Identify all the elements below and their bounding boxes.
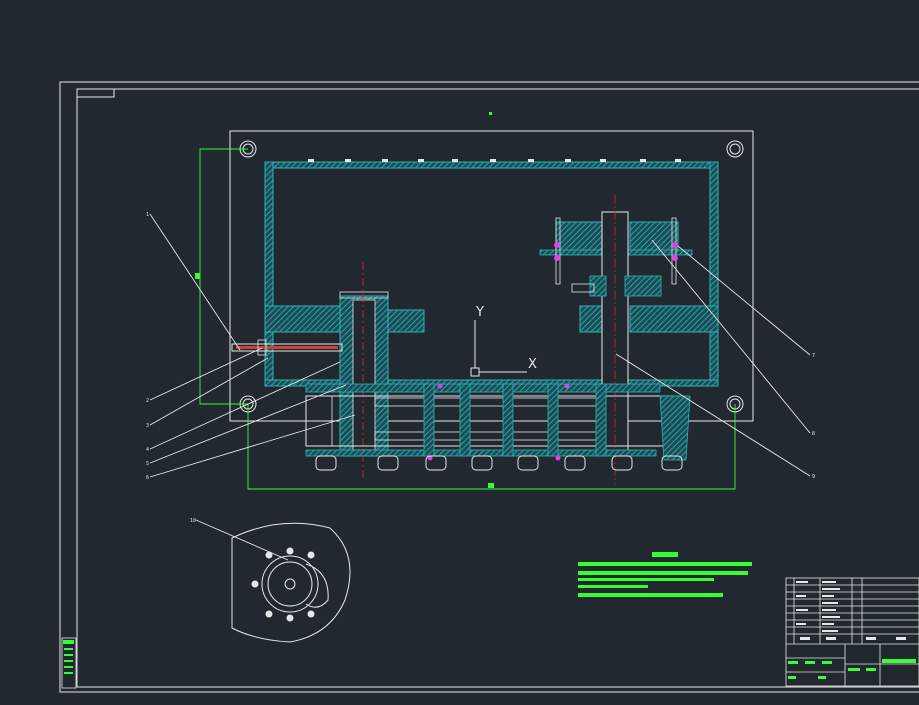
axis-x-label: X xyxy=(528,357,537,372)
balloon-1: 1 xyxy=(146,212,149,218)
title-block-highlights xyxy=(788,659,916,679)
balloon-10: 10 xyxy=(190,518,196,524)
balloon-3: 3 xyxy=(146,423,149,429)
mounting-hole-icon[interactable] xyxy=(239,140,744,413)
balloon-5: 5 xyxy=(146,461,149,467)
cam-detail-view[interactable] xyxy=(231,522,351,643)
right-spindle-assembly[interactable] xyxy=(539,195,693,484)
leader-lines xyxy=(149,213,811,561)
balloon-labels: 1 2 3 4 5 6 7 8 9 10 xyxy=(146,212,815,524)
housing-section[interactable] xyxy=(264,161,719,387)
pull-rod[interactable] xyxy=(231,339,343,356)
support-feet xyxy=(315,455,683,471)
gear-train[interactable] xyxy=(305,383,691,461)
balloon-7: 7 xyxy=(812,353,815,359)
ucs-axis-icon: Y X xyxy=(470,305,537,377)
binding-strip xyxy=(61,637,77,689)
balloon-2: 2 xyxy=(146,398,149,404)
balloon-6: 6 xyxy=(146,475,149,481)
balloon-8: 8 xyxy=(812,431,815,437)
title-block-fills xyxy=(796,581,906,640)
top-bolt-marks xyxy=(308,159,681,162)
sheet-border xyxy=(59,81,919,693)
dimension-labels xyxy=(195,112,494,488)
left-spindle-assembly[interactable] xyxy=(339,262,425,480)
balloon-4: 4 xyxy=(146,447,149,453)
balloon-9: 9 xyxy=(812,474,815,480)
base-plate[interactable] xyxy=(229,130,754,422)
axis-y-label: Y xyxy=(475,305,484,320)
technical-requirements xyxy=(578,552,752,597)
title-block[interactable] xyxy=(785,577,919,687)
